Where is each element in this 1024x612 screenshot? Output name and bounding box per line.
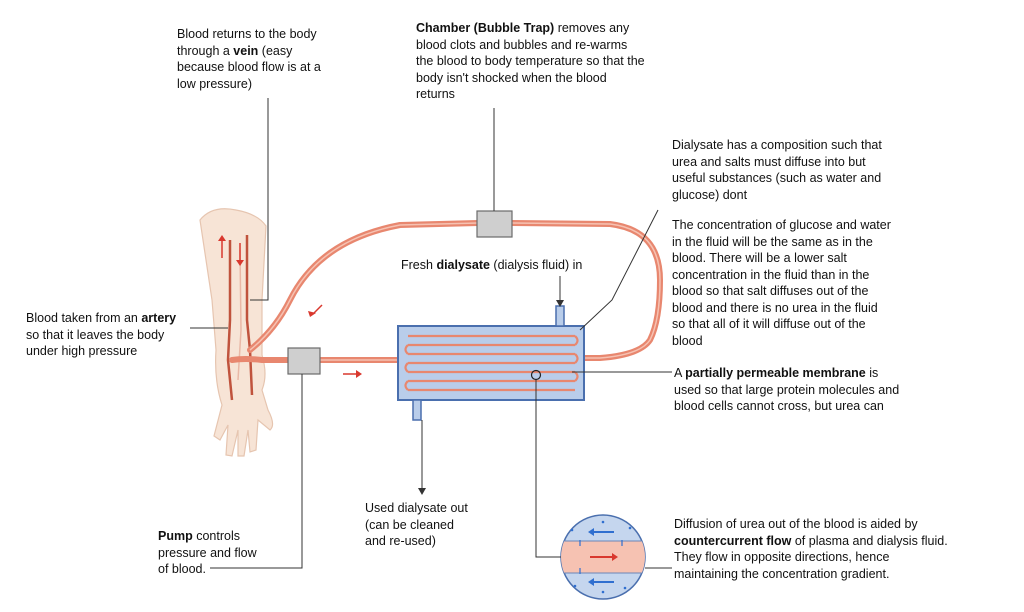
countercurrent-inset <box>560 514 646 600</box>
label-run: Chamber (Bubble Trap) <box>416 21 555 35</box>
label-concentration: The concentration of glucose and water i… <box>672 217 891 349</box>
label-run: Diffusion of urea out of the blood is ai… <box>674 517 918 531</box>
label-run: vein <box>233 43 259 58</box>
label-used-dialysate: Used dialysate out (can be cleaned and r… <box>365 500 468 550</box>
label-run: Dialysate has a composition such that ur… <box>672 138 882 202</box>
label-run: removes any blood clots and bubbles and … <box>416 21 645 101</box>
label-run: (dialysis fluid) in <box>489 258 583 272</box>
label-run: dialysate <box>436 258 490 272</box>
label-run: partially permeable membrane <box>685 366 866 380</box>
label-run: A <box>674 366 686 380</box>
label-run: Pump <box>158 529 193 543</box>
artery-line <box>226 240 234 401</box>
leader-lines <box>190 98 672 569</box>
label-pump: Pump controls pressure and flow of blood… <box>158 528 257 578</box>
label-run: is used so that large protein molecules … <box>674 366 900 413</box>
label-run: The concentration of glucose and water i… <box>672 218 891 348</box>
flow-arrows <box>218 235 362 378</box>
label-run: of plasma and dialysis fluid. They flow … <box>674 533 948 581</box>
bubble-trap-chamber <box>476 210 513 238</box>
dialyzer <box>397 305 585 421</box>
leader-arrowheads <box>418 300 564 495</box>
label-fresh-dialysate: Fresh dialysate (dialysis fluid) in <box>401 257 582 274</box>
label-membrane: A partially permeable membrane is used s… <box>674 365 899 415</box>
label-run: controls pressure and flow of blood. <box>158 529 257 576</box>
label-run: (easy because blood flow is at a low pre… <box>177 43 321 91</box>
pump-box <box>287 347 321 375</box>
label-run: Blood taken from an <box>26 311 142 325</box>
label-run: artery <box>141 311 177 325</box>
arm-illustration <box>199 208 274 457</box>
vein-line <box>245 235 254 396</box>
label-run: countercurrent flow <box>674 533 792 548</box>
artery-tube <box>229 356 291 363</box>
label-run: so that it leaves the body under high pr… <box>26 327 165 359</box>
tubing <box>229 220 663 363</box>
label-vein: Blood returns to the body through a vein… <box>177 26 321 92</box>
label-diffusion: Diffusion of urea out of the blood is ai… <box>674 516 948 582</box>
label-artery: Blood taken from an artery so that it le… <box>26 310 176 360</box>
label-run: Used dialysate out (can be cleaned and r… <box>365 501 468 548</box>
label-dialysate-composition: Dialysate has a composition such that ur… <box>672 137 882 203</box>
label-run: Blood returns to the body through a <box>177 27 317 58</box>
label-run: Fresh <box>401 258 437 272</box>
label-chamber: Chamber (Bubble Trap) removes any blood … <box>416 20 645 103</box>
